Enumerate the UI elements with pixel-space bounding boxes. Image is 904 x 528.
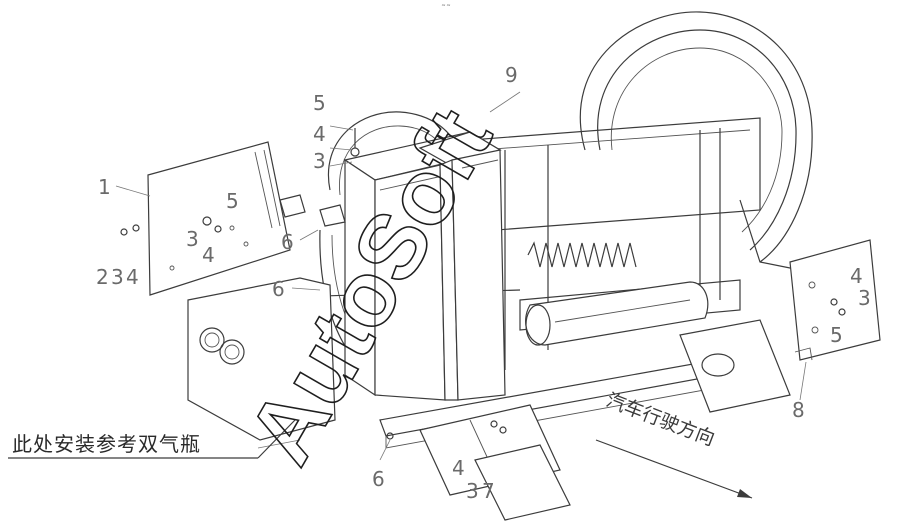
tire-carrier-hoop: [579, 11, 813, 271]
chassis-beam: [419, 319, 791, 521]
fasteners: [120, 128, 846, 440]
part-label-6-middle: 6: [272, 277, 285, 301]
part-label-7: 7: [482, 479, 495, 503]
part-label-4-top: 4: [313, 122, 326, 146]
part-label-1: 1: [98, 175, 111, 199]
gauge-bracket: [187, 277, 336, 441]
part-label-3-bottom: 3: [466, 479, 479, 503]
part-label-4-bottom: 4: [452, 456, 465, 480]
part-label-5-plate: 5: [226, 189, 239, 213]
top-mark: ˜˜: [441, 3, 451, 15]
part-label-3-plate: 3: [186, 227, 199, 251]
part-label-8: 8: [792, 398, 805, 422]
side-plate-right: [789, 239, 881, 361]
part-label-5-top: 5: [313, 91, 326, 115]
part-label-2: 2: [96, 265, 109, 289]
part-labels: 1 2 3 4 5 3 4 5 4 3 6 6 6 9 4 3 5 8 4 3 …: [96, 63, 871, 503]
part-label-4-left: 4: [126, 265, 139, 289]
part-label-3-left: 3: [111, 265, 124, 289]
caption-group: 此处安装参考双气瓶: [8, 419, 296, 459]
direction-arrowhead: [737, 489, 752, 498]
part-label-3-top: 3: [313, 149, 326, 173]
part-label-4-plate: 4: [202, 243, 215, 267]
install-note: 此处安装参考双气瓶: [12, 432, 201, 456]
air-tank: [525, 281, 709, 346]
spring: [527, 241, 637, 268]
side-plate-left: [147, 141, 291, 296]
part-label-4-right: 4: [850, 264, 863, 288]
part-label-6-bottom: 6: [372, 467, 385, 491]
part-label-3-right: 3: [858, 286, 871, 310]
part-label-5-right: 5: [830, 323, 843, 347]
leader-lines: [115, 91, 807, 461]
battery-box: [343, 131, 506, 401]
part-label-9: 9: [505, 63, 518, 87]
part-label-6-upper: 6: [281, 230, 294, 254]
